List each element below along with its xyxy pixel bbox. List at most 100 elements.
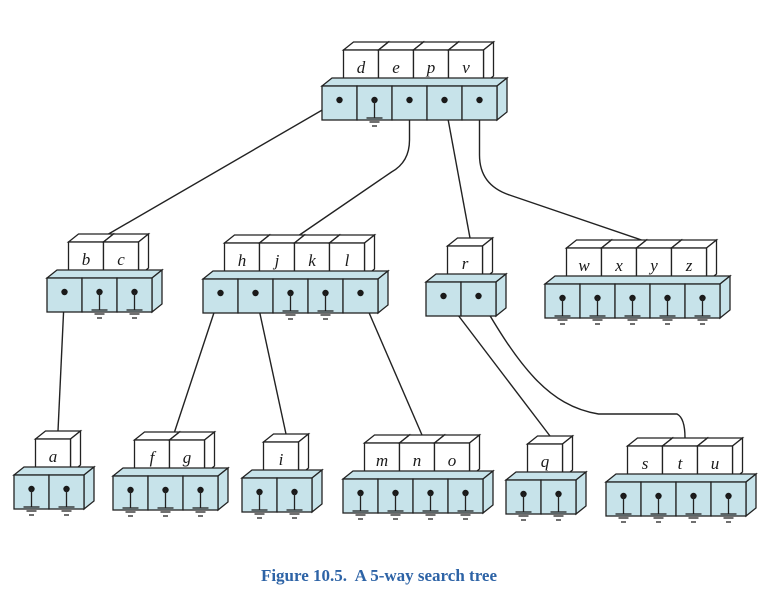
key-label: o [448, 451, 457, 470]
null-pointer-ground [659, 298, 676, 325]
null-pointer-ground [282, 293, 299, 320]
tree-edge [442, 295, 551, 437]
pointer-row [320, 76, 509, 122]
null-pointer-ground [122, 490, 139, 517]
null-pointer-ground [58, 489, 75, 516]
key-label: a [49, 447, 58, 466]
null-pointer-ground [192, 490, 209, 517]
null-pointer-ground [422, 493, 439, 520]
tree-edge [173, 292, 222, 433]
null-pointer-ground [650, 496, 667, 523]
tree-edge [443, 99, 471, 239]
key-label: z [685, 256, 693, 275]
null-pointer-ground [589, 298, 606, 325]
null-pointer-ground [515, 494, 532, 521]
tree-edge [477, 295, 686, 439]
null-pointer-ground [554, 298, 571, 325]
pointer-dot [252, 289, 259, 297]
pointer-row [341, 469, 495, 515]
null-pointer-ground [550, 494, 567, 521]
key-label: f [150, 448, 157, 467]
null-pointer-ground [685, 496, 702, 523]
pointer-dot [357, 289, 364, 297]
key-label: x [614, 256, 623, 275]
tree-edge [254, 292, 287, 435]
node-mno: m n o [341, 433, 495, 520]
pointer-dot [336, 96, 343, 104]
key-label: t [678, 454, 684, 473]
pointer-dot [440, 292, 447, 300]
key-label: i [279, 450, 284, 469]
node-i: i [240, 432, 324, 519]
key-label: j [273, 251, 280, 270]
node-q: q [504, 434, 588, 521]
node-wxyz: w x y z [543, 238, 732, 325]
key-label: m [376, 451, 388, 470]
null-pointer-ground [126, 292, 143, 319]
key-label: r [462, 254, 469, 273]
key-label: e [392, 58, 400, 77]
pointer-dot [475, 292, 482, 300]
tree-edge [359, 292, 423, 436]
node-a: a [12, 429, 96, 516]
node-r: r [424, 236, 508, 318]
pointer-row [45, 268, 164, 314]
null-pointer-ground [694, 298, 711, 325]
pointer-dot [61, 288, 68, 296]
null-pointer-ground [23, 489, 40, 516]
key-label: w [578, 256, 590, 275]
pointer-row [111, 466, 230, 512]
tree-edge [57, 291, 66, 432]
pointer-dot [441, 96, 448, 104]
key-label: s [642, 454, 649, 473]
null-pointer-ground [317, 293, 334, 320]
pointer-row [504, 470, 588, 516]
null-pointer-ground [615, 496, 632, 523]
key-label: n [413, 451, 422, 470]
node-stu: s t u [604, 436, 758, 523]
pointer-row [12, 465, 96, 511]
pointer-dot [217, 289, 224, 297]
pointer-dot [406, 96, 413, 104]
figure-caption: Figure 10.5. A 5-way search tree [260, 566, 498, 585]
pointer-row [201, 269, 390, 315]
key-label: k [308, 251, 316, 270]
tree-edge [299, 100, 411, 236]
key-label: d [357, 58, 366, 77]
key-label: v [462, 58, 470, 77]
pointer-row [543, 274, 732, 320]
pointer-dot [476, 96, 483, 104]
null-pointer-ground [720, 496, 737, 523]
null-pointer-ground [366, 100, 383, 127]
null-pointer-ground [286, 492, 303, 519]
key-label: h [238, 251, 247, 270]
key-label: c [117, 250, 125, 269]
null-pointer-ground [352, 493, 369, 520]
key-label: g [183, 448, 192, 467]
null-pointer-ground [157, 490, 174, 517]
key-label: l [345, 251, 350, 270]
pointer-row [240, 468, 324, 514]
key-label: u [711, 454, 720, 473]
edges-layer [57, 99, 686, 439]
null-pointer-ground [251, 492, 268, 519]
null-pointer-ground [457, 493, 474, 520]
key-label: q [541, 452, 550, 471]
null-pointer-ground [387, 493, 404, 520]
key-label: p [426, 58, 436, 77]
null-pointer-ground [624, 298, 641, 325]
tree-edge [108, 99, 340, 235]
pointer-row [604, 472, 758, 518]
key-label: y [648, 256, 658, 275]
pointer-row [424, 272, 508, 318]
tree-edge [478, 100, 642, 241]
key-label: b [82, 250, 91, 269]
null-pointer-ground [91, 292, 108, 319]
